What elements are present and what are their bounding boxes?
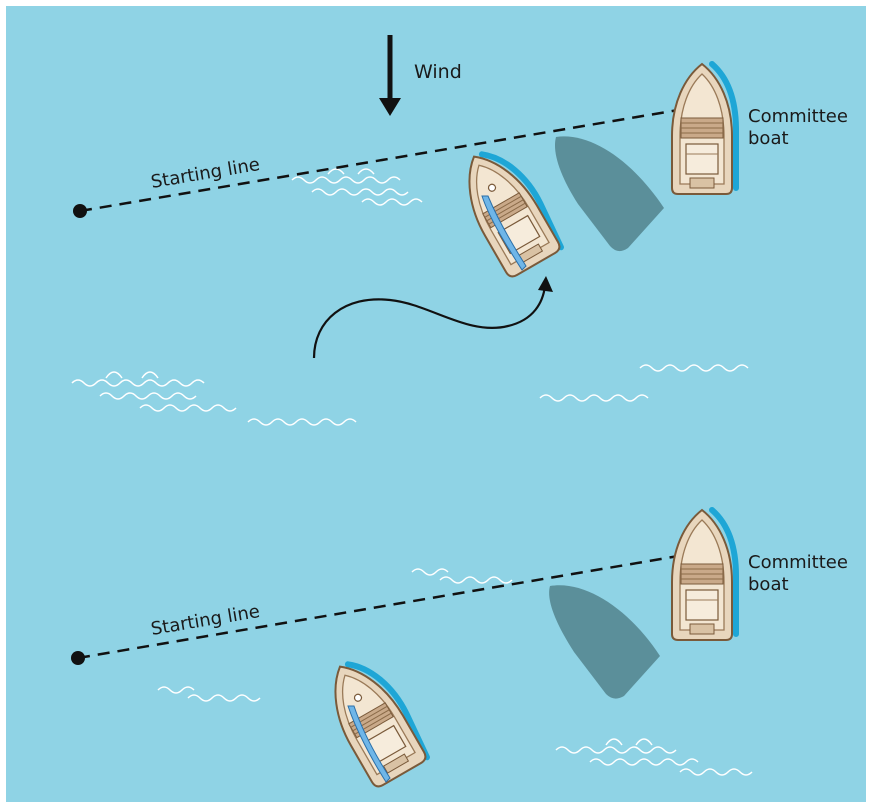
pin-buoy-bottom: [71, 651, 85, 665]
committee-label-top-line2: boat: [748, 128, 789, 149]
pin-buoy-top: [73, 204, 87, 218]
wind-label: Wind: [414, 61, 462, 83]
committee-label-bottom-line1: Committee: [748, 552, 848, 573]
committee-label-bottom-line2: boat: [748, 574, 789, 595]
committee-label-top-line1: Committee: [748, 106, 848, 127]
